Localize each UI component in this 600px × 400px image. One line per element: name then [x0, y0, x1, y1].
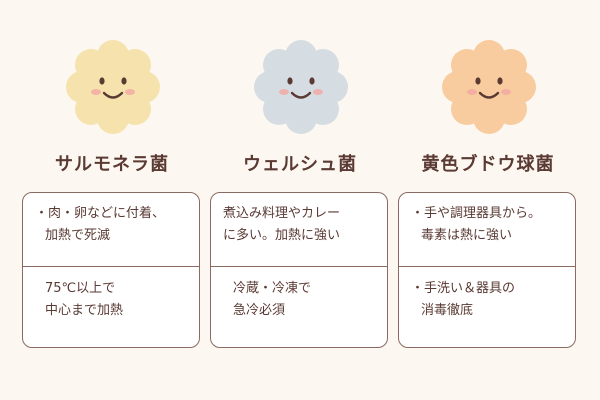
card-text-line: ・手や調理器具から。	[411, 206, 542, 221]
gray-mascot-icon	[250, 36, 352, 138]
card-description: 煮込み料理やカレー に多い。加熱に強い	[211, 203, 387, 247]
card-divider	[399, 266, 575, 267]
yellow-mascot-icon	[62, 36, 164, 138]
bacteria-name-salmonella: サルモネラ菌	[55, 154, 169, 175]
card-text-line: ・肉・卵などに付着、	[35, 206, 166, 221]
card-text-line: 75℃以上で	[45, 281, 116, 296]
card-divider	[23, 266, 199, 267]
orange-mascot-icon	[438, 36, 540, 138]
card-text-line: ・手洗い＆器具の	[411, 281, 516, 296]
bacteria-name-staphylococcus: 黄色ブドウ球菌	[421, 154, 555, 175]
bacteria-name-welch: ウェルシュ菌	[243, 154, 357, 175]
card-text-line: 煮込み料理やカレー	[223, 206, 341, 221]
card-text-line: 毒素は熱に強い	[421, 228, 513, 243]
card-divider	[211, 266, 387, 267]
card-text-line: 加熱で死滅	[45, 228, 111, 243]
card-text-line: に多い。加熱に強い	[223, 228, 341, 243]
card-text-line: 急冷必須	[233, 303, 286, 318]
card-text-line: 冷蔵・冷凍で	[233, 281, 312, 296]
card-prevention: ・手洗い＆器具の 消毒徹底	[399, 278, 575, 322]
info-card-salmonella: ・肉・卵などに付着、 加熱で死滅 75℃以上で 中心まで加熱	[22, 192, 200, 348]
card-text-line: 消毒徹底	[421, 303, 474, 318]
card-description: ・手や調理器具から。 毒素は熱に強い	[399, 203, 575, 247]
info-card-staphylococcus: ・手や調理器具から。 毒素は熱に強い ・手洗い＆器具の 消毒徹底	[398, 192, 576, 348]
card-prevention: 冷蔵・冷凍で 急冷必須	[211, 278, 387, 322]
card-description: ・肉・卵などに付着、 加熱で死滅	[23, 203, 199, 247]
info-card-welch: 煮込み料理やカレー に多い。加熱に強い 冷蔵・冷凍で 急冷必須	[210, 192, 388, 348]
card-text-line: 中心まで加熱	[45, 303, 124, 318]
card-prevention: 75℃以上で 中心まで加熱	[23, 278, 199, 322]
